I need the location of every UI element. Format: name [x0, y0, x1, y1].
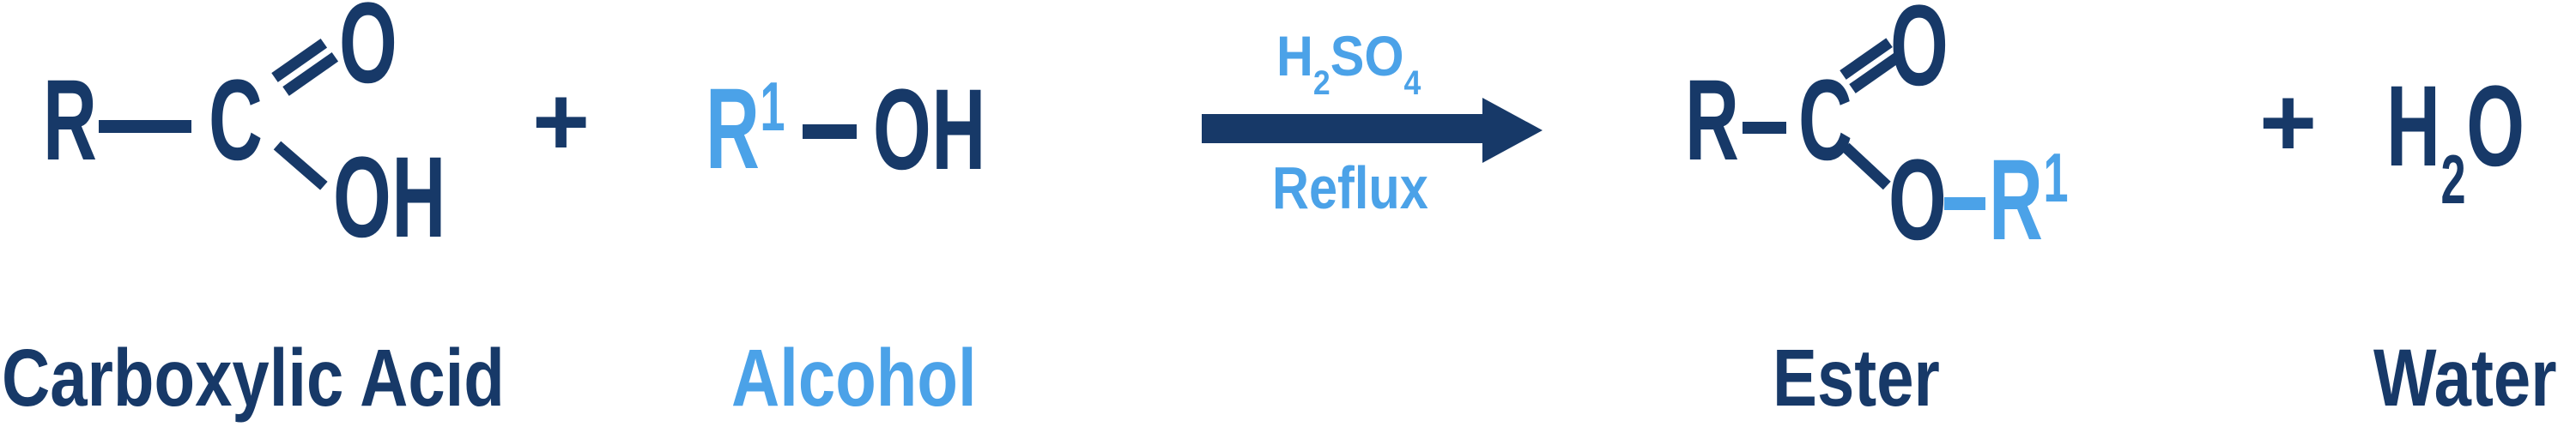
carboxylic-acid-label: Carboxylic Acid — [2, 333, 505, 424]
alcohol-r1-letter: R — [706, 65, 761, 193]
catalyst-formula: H2SO4 — [1276, 24, 1421, 100]
reaction-arrow-shaft — [1202, 114, 1482, 143]
acid-single-bond — [273, 141, 328, 190]
reaction-arrow-head — [1482, 98, 1543, 163]
alcohol-r1-group: R1 — [706, 72, 785, 187]
catalyst-so: SO — [1330, 24, 1404, 87]
ester-ether-oxygen: O — [1888, 136, 1948, 264]
water-h: H — [2386, 63, 2441, 190]
water-label: Water — [2373, 333, 2557, 424]
alcohol-hydroxyl-group: OH — [873, 66, 986, 194]
ester-r-c-bond — [1743, 122, 1786, 134]
alcohol-label: Alcohol — [731, 333, 977, 424]
ester-r-group: R — [1685, 57, 1740, 184]
water-subscript: 2 — [2440, 141, 2467, 220]
water-formula: H2O — [2386, 69, 2525, 215]
catalyst-sub-2: 2 — [1312, 63, 1330, 102]
ester-o-r1-bond — [1944, 197, 1985, 210]
plus-sign-1: + — [532, 67, 591, 177]
acid-carbon-atom: C — [209, 57, 264, 184]
reflux-condition: Reflux — [1272, 154, 1428, 221]
ester-r1-superscript: 1 — [2043, 139, 2070, 217]
catalyst-h: H — [1276, 24, 1313, 87]
acid-r-group: R — [43, 57, 98, 184]
water-o: O — [2466, 63, 2525, 190]
acid-r-c-bond — [99, 120, 191, 133]
ester-r1-group: R1 — [1989, 143, 2069, 258]
alcohol-r1-superscript: 1 — [760, 68, 786, 146]
acid-hydroxyl-group: OH — [333, 134, 446, 262]
ester-r1-letter: R — [1989, 136, 2044, 264]
ester-carbonyl-oxygen: O — [1890, 0, 1949, 110]
catalyst-sub-4: 4 — [1403, 63, 1421, 102]
plus-sign-2: + — [2259, 68, 2318, 177]
ester-label: Ester — [1773, 333, 1940, 424]
acid-carbonyl-oxygen: O — [339, 0, 398, 107]
alcohol-bond — [803, 124, 857, 139]
ester-carbon-atom: C — [1798, 57, 1853, 184]
